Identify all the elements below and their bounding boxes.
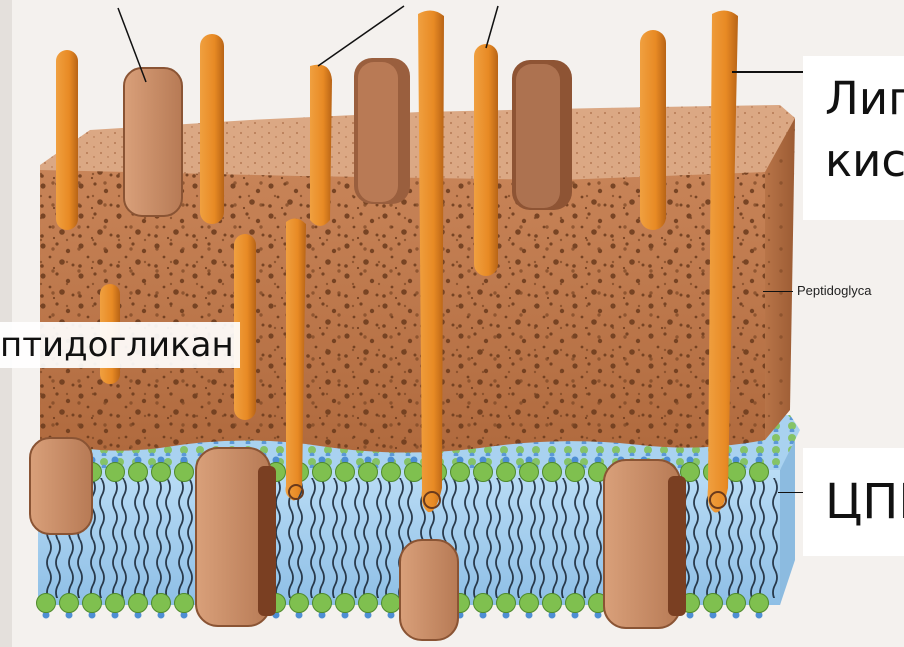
wall-protein (512, 60, 572, 210)
phospholipid-head (704, 594, 723, 613)
phospholipid-head (520, 594, 539, 613)
lipoteichoic-acid-rod (418, 10, 444, 512)
phospholipid-head (566, 594, 585, 613)
phospholipid-head (359, 463, 378, 482)
membrane-protein (400, 540, 458, 640)
phospholipid-head (405, 463, 424, 482)
phospholipid-head (543, 463, 562, 482)
teichoic-acid-rod (310, 65, 332, 226)
phospholipid-head (60, 594, 79, 613)
teichoic-acid-rod (56, 50, 78, 230)
membrane-protein (30, 438, 92, 534)
phospholipid-head (727, 594, 746, 613)
lipoteichoic-acid-label: Липо кисл (803, 56, 904, 220)
phospholipid-head (543, 594, 562, 613)
phospholipid-head (152, 463, 171, 482)
phospholipid-head (106, 463, 125, 482)
phospholipid-head (313, 463, 332, 482)
phospholipid-head (382, 463, 401, 482)
phospholipid-head (451, 463, 470, 482)
phospholipid-head (336, 594, 355, 613)
phospholipid-head (129, 594, 148, 613)
peptidoglycan-label: птидогликан (0, 322, 240, 368)
phospholipid-head (129, 463, 148, 482)
phospholipid-head (336, 463, 355, 482)
teichoic-acid-rod (200, 34, 224, 224)
phospholipid-head (497, 594, 516, 613)
phospholipid-head (727, 463, 746, 482)
phospholipid-head (290, 594, 309, 613)
teichoic-acid-rod (474, 44, 498, 276)
peptidoglycan-leader-line (763, 291, 793, 292)
phospholipid-head (359, 594, 378, 613)
phospholipid-head (497, 463, 516, 482)
membrane-protein (604, 460, 686, 628)
phospholipid-head (750, 463, 769, 482)
phospholipid-head (474, 594, 493, 613)
phospholipid-head (106, 594, 125, 613)
phospholipid-head (382, 594, 401, 613)
cytoplasmic-membrane-label: ЦПМ (803, 448, 904, 556)
wall-protein (124, 68, 182, 216)
peptidoglycan-english-label: Peptidoglyca (797, 283, 871, 298)
lipoteichoic-leader-line (732, 71, 803, 73)
phospholipid-head (750, 594, 769, 613)
teichoic-acid-rod (640, 30, 666, 230)
phospholipid-head (175, 594, 194, 613)
phospholipid-head (566, 463, 585, 482)
phospholipid-head (474, 463, 493, 482)
phospholipid-head (520, 463, 539, 482)
phospholipid-head (37, 594, 56, 613)
wall-protein (354, 58, 410, 204)
cpm-leader-line (778, 492, 803, 493)
membrane-protein (196, 448, 276, 626)
phospholipid-head (152, 594, 171, 613)
phospholipid-head (175, 463, 194, 482)
phospholipid-head (313, 594, 332, 613)
phospholipid-head (83, 594, 102, 613)
